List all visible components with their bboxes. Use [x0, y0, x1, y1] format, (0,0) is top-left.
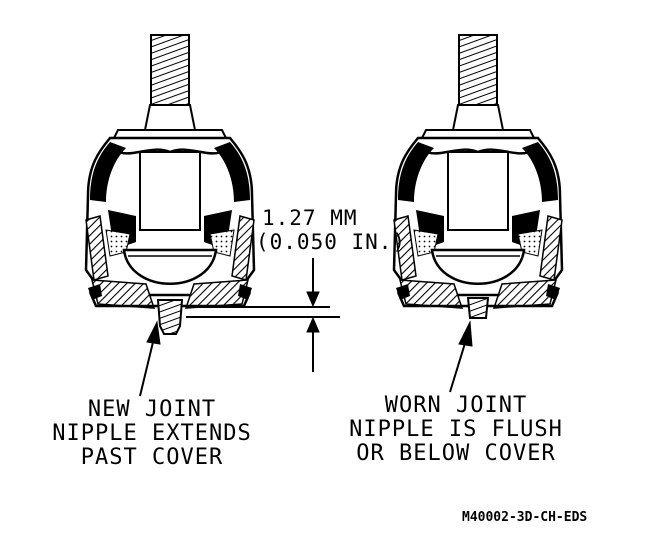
- worn-joint-nipple: [466, 297, 490, 319]
- worn-joint-label-line3: OR BELOW COVER: [356, 441, 556, 466]
- figure-code: M40002-3D-CH-EDS: [462, 510, 588, 525]
- new-joint-label-line1: NEW JOINT: [87, 397, 217, 422]
- worn-joint-label-line1: WORN JOINT: [384, 393, 528, 418]
- new-joint-label-line2: NIPPLE EXTENDS: [52, 421, 252, 446]
- worn-ball-joint: [392, 33, 564, 319]
- worn-joint-leader-arrow: [449, 320, 473, 393]
- new-joint-label-line3: PAST COVER: [80, 445, 224, 470]
- new-ball-joint: [84, 33, 256, 335]
- new-joint-nipple: [156, 299, 184, 335]
- worn-joint-label-line2: NIPPLE IS FLUSH: [349, 417, 563, 442]
- measurement-imperial-label: (0.050 IN.): [256, 230, 407, 254]
- measurement-metric-label: 1.27 MM: [262, 206, 358, 230]
- measurement-marker: [186, 258, 340, 372]
- new-joint-leader-arrow: [139, 320, 161, 397]
